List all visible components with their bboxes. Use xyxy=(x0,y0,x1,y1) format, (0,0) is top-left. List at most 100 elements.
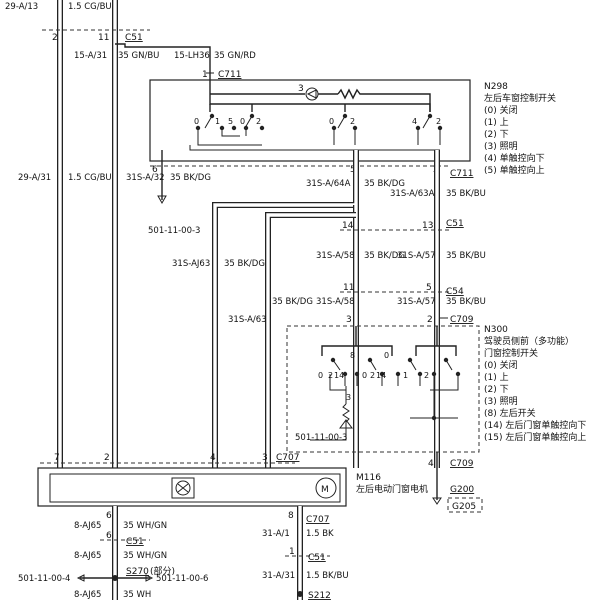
connector-c51-bot1: C51 xyxy=(126,537,144,547)
motor-icon: M xyxy=(315,477,337,499)
n300-legend-1: (1) 上 xyxy=(484,372,509,383)
n300-switch-contacts xyxy=(310,326,461,441)
ref-501-11-00-4: 501-11-00-4 xyxy=(18,574,70,584)
motor-sensor-icon xyxy=(171,477,195,499)
n300-legend-0: (0) 关闭 xyxy=(484,359,518,371)
n300-pin-2c: 2 xyxy=(424,371,429,380)
n298-legend-3: (3) 照明 xyxy=(484,141,518,152)
n300-id: N300 xyxy=(484,325,508,335)
wire-spec-8-aj65-c: 35 WH xyxy=(123,590,151,600)
n300-legend-6: (15) 左后门窗单触控向上 xyxy=(484,431,586,443)
pin-11-c54: 11 xyxy=(343,283,354,293)
splice-s212: S212 xyxy=(308,591,331,600)
n298-pin-0c: 0 xyxy=(329,117,334,126)
n300-legend-5: (14) 左后门窗单触控向下 xyxy=(484,419,586,431)
connector-c709-top: C709 xyxy=(450,315,474,325)
wire-label-31s-a-57: 31S-A/57 xyxy=(397,251,436,261)
pin-8: 8 xyxy=(288,511,294,521)
wire-31s-a-63-branch xyxy=(265,205,359,468)
n298-internal-bus xyxy=(209,80,431,112)
wire-spec-35-bk-dg: 35 BK/DG xyxy=(272,297,313,307)
motor-m116-box xyxy=(37,467,347,507)
m116-title: 左后电动门窗电机 xyxy=(356,483,428,495)
wire-label-15-a-31: 15-A/31 xyxy=(74,51,107,61)
wire-spec-8-aj65: 35 WH/GN xyxy=(123,521,167,531)
wire-spec-31s-a-64a: 35 BK/DG xyxy=(364,179,405,189)
arrow-left-icon xyxy=(76,574,85,582)
connector-c51-top: C51 xyxy=(125,33,143,43)
connector-c709-bot: C709 xyxy=(450,459,474,469)
arrow-right-icon xyxy=(145,574,154,582)
motor-m116-inner xyxy=(49,473,341,503)
n300-legend-4: (8) 左后开关 xyxy=(484,407,536,419)
wire-spec-29-a-31: 1.5 CG/BU xyxy=(68,173,112,183)
wire-spec-8-aj65-b: 35 WH/GN xyxy=(123,551,167,561)
ground-g200: G200 xyxy=(450,485,474,495)
wire-spec-31s-aj63: 35 BK/DG xyxy=(224,259,265,269)
n298-legend-4: (4) 单触控向下 xyxy=(484,152,545,164)
n300-legend-3: (3) 照明 xyxy=(484,396,518,407)
n300-title-1: 驾驶员侧前（多功能） xyxy=(484,335,574,347)
pin-5: 5 xyxy=(350,165,356,175)
n298-pin-0: 0 xyxy=(194,117,199,126)
wire-spec-15-a-31: 35 GN/BU xyxy=(118,51,159,61)
wire-spec-15-lh36: 35 GN/RD xyxy=(214,51,256,61)
pin-3-m: 3 xyxy=(262,453,268,463)
wire-spec-31s-a-58: 35 BK/DG xyxy=(364,251,405,261)
splice-s270: S270 xyxy=(126,567,149,577)
pin-11-top: 11 xyxy=(98,33,109,43)
pin-4-c709: 4 xyxy=(428,459,434,469)
n300-title-2: 门窗控制开关 xyxy=(484,347,538,359)
wire-label-8-aj65-c: 8-AJ65 xyxy=(74,590,101,600)
wire-31s-a-64a xyxy=(212,150,359,468)
pin-2-m: 2 xyxy=(104,453,110,463)
n298-legend: (0) 关闭 (1) 上 (2) 下 (3) 照明 (4) 单触控向下 (5) … xyxy=(484,104,545,176)
n300-pin-2b: 2 xyxy=(370,371,375,380)
wire-spec-31-a-31: 1.5 BK/BU xyxy=(306,571,349,581)
pin-2-c709: 2 xyxy=(427,315,433,325)
n300-pin-14: 14 xyxy=(334,371,344,380)
n298-pin-2b: 2 xyxy=(350,117,355,126)
n300-pin-0: 0 xyxy=(318,371,323,380)
n298-pin-2: 2 xyxy=(256,117,261,126)
wire-label-8-aj65: 8-AJ65 xyxy=(74,521,101,531)
ref-501-11-00-6: 501-11-00-6 xyxy=(156,574,208,584)
splice-s212-dot xyxy=(297,591,303,597)
n298-pin-5: 5 xyxy=(228,117,233,126)
pin-3-c709: 3 xyxy=(346,315,352,325)
arrow-down-icon xyxy=(157,195,167,205)
n300-pin-1: 1 xyxy=(403,371,408,380)
pin-6-c51: 6 xyxy=(106,531,112,541)
switch-n298-box xyxy=(149,79,471,162)
wire-label-31s-a-58: 31S-A/58 xyxy=(316,251,355,261)
pin-5-c54: 5 xyxy=(426,283,432,293)
n300-pin-0c: 0 xyxy=(384,351,389,360)
switch-n300-box xyxy=(286,325,480,453)
pin-1-c711: 1 xyxy=(202,70,208,80)
ground-icon xyxy=(432,497,442,505)
connector-c51-mid: C51 xyxy=(446,219,464,229)
n298-pin-1: 1 xyxy=(215,117,220,126)
wire-label-31-a-31: 31-A/31 xyxy=(262,571,295,581)
wire-label-8-aj65-b: 8-AJ65 xyxy=(74,551,101,561)
wire-label-31s-a-63a: 31S-A/63A xyxy=(390,189,435,199)
wire-label-15-lh36: 15-LH36 xyxy=(174,51,210,61)
ref-501-11-00-3-a: 501-11-00-3 xyxy=(148,226,200,236)
n300-pin-0b: 0 xyxy=(362,371,367,380)
wire-label-31s-a-57b: 31S-A/57 xyxy=(397,297,436,307)
wire-label-31s-a-32: 31S-A/32 xyxy=(126,173,165,183)
connector-c707-bot: C707 xyxy=(306,515,329,525)
wire-spec-29-a-13: 1.5 CG/BU xyxy=(68,2,112,12)
wire-label-29-a-13: 29-A/13 xyxy=(5,2,38,12)
wire-spec-31s-a-32: 35 BK/DG xyxy=(170,173,211,183)
n298-legend-2: (2) 下 xyxy=(484,130,509,140)
pin-6-b: 6 xyxy=(106,511,112,521)
n298-legend-1: (1) 上 xyxy=(484,117,509,128)
pin-7: 7 xyxy=(54,453,60,463)
n300-legend: (0) 关闭 (1) 上 (2) 下 (3) 照明 (8) 左后开关 (14) … xyxy=(484,359,586,443)
pin-1-c51: 1 xyxy=(289,547,295,557)
svg-text:M: M xyxy=(321,485,329,495)
wire-label-31s-a-64a: 31S-A/64A xyxy=(306,179,351,189)
wire-label-29-a-31: 29-A/31 xyxy=(18,173,51,183)
